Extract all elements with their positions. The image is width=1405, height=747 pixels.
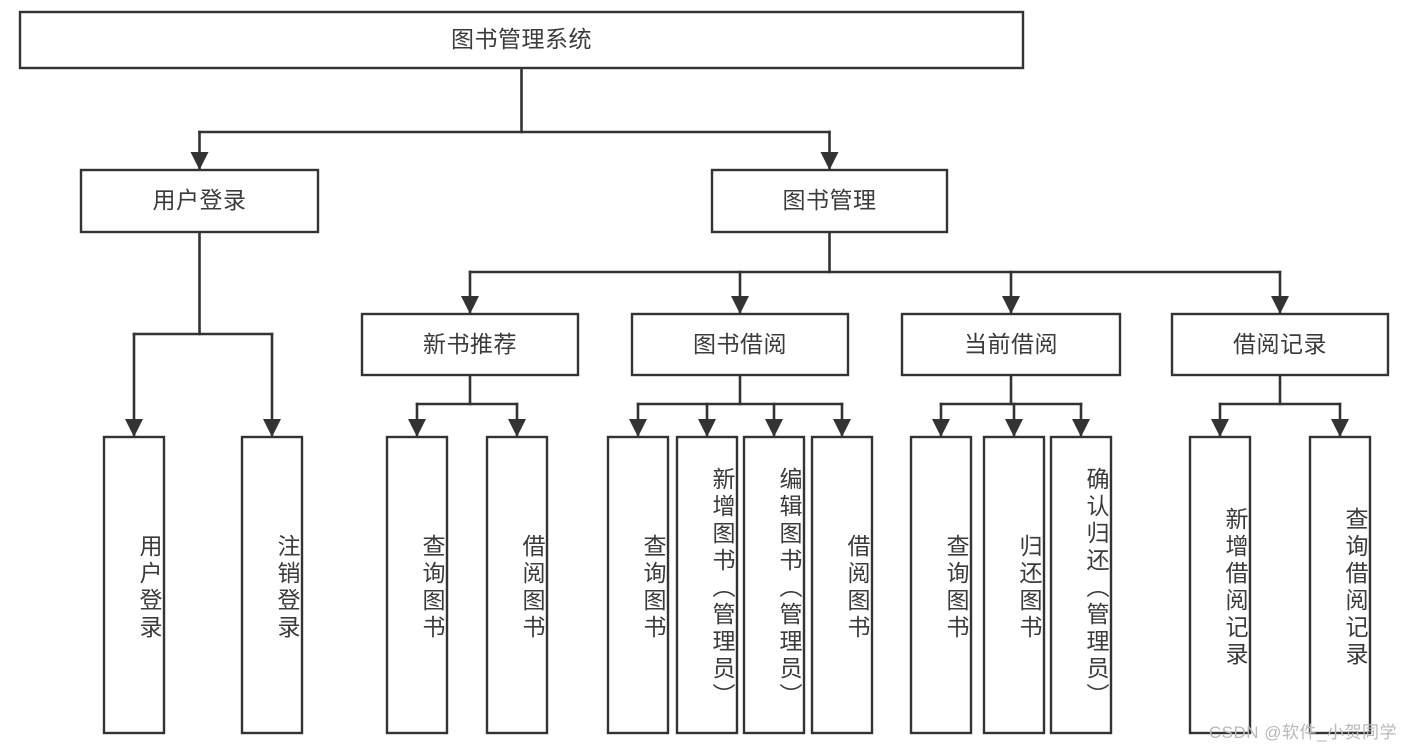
node-box [606,435,670,735]
node-box [810,435,874,735]
arrow-head [408,419,426,437]
node-box [360,312,580,377]
node-box [485,435,549,735]
arrow-head [1331,419,1349,437]
arrow-head [508,419,526,437]
node-box [742,435,806,735]
node-box [675,435,739,735]
arrow-head [698,419,716,437]
node-box [1308,435,1372,735]
arrow-head [1002,296,1020,314]
arrow-head [629,419,647,437]
node-box [710,168,949,234]
watermark: CSDN @软件_小贺同学 [1208,723,1397,742]
connector-layer [125,66,1349,439]
node-box [102,435,166,735]
arrow-head [1072,419,1090,437]
node-box [909,435,973,735]
arrow-head [190,152,209,170]
node-box [79,168,320,234]
box-layer [18,10,1390,735]
arrow-head [263,419,281,437]
arrow-head [833,419,851,437]
arrow-head [731,296,749,314]
node-box [1049,435,1113,735]
arrow-head [1005,419,1023,437]
node-box [18,10,1025,70]
node-box [1170,312,1390,377]
node-box [900,312,1122,377]
arrow-head [125,419,143,437]
arrow-head [932,419,950,437]
arrow-head [461,296,479,314]
arrow-head [1271,296,1289,314]
node-box [982,435,1046,735]
node-box [1188,435,1252,735]
node-box [630,312,850,377]
node-box [240,435,304,735]
arrow-head [820,152,839,170]
arrow-head [765,419,783,437]
node-box [385,435,449,735]
arrow-head [1211,419,1229,437]
